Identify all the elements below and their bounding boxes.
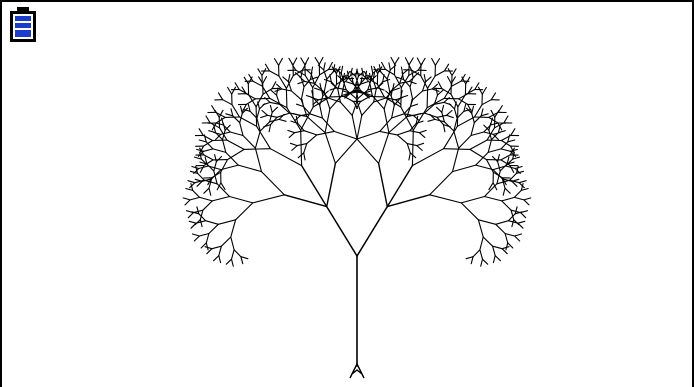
- status-bar: [0, 0, 694, 46]
- battery-icon: [8, 6, 38, 44]
- graph-canvas: [0, 44, 694, 387]
